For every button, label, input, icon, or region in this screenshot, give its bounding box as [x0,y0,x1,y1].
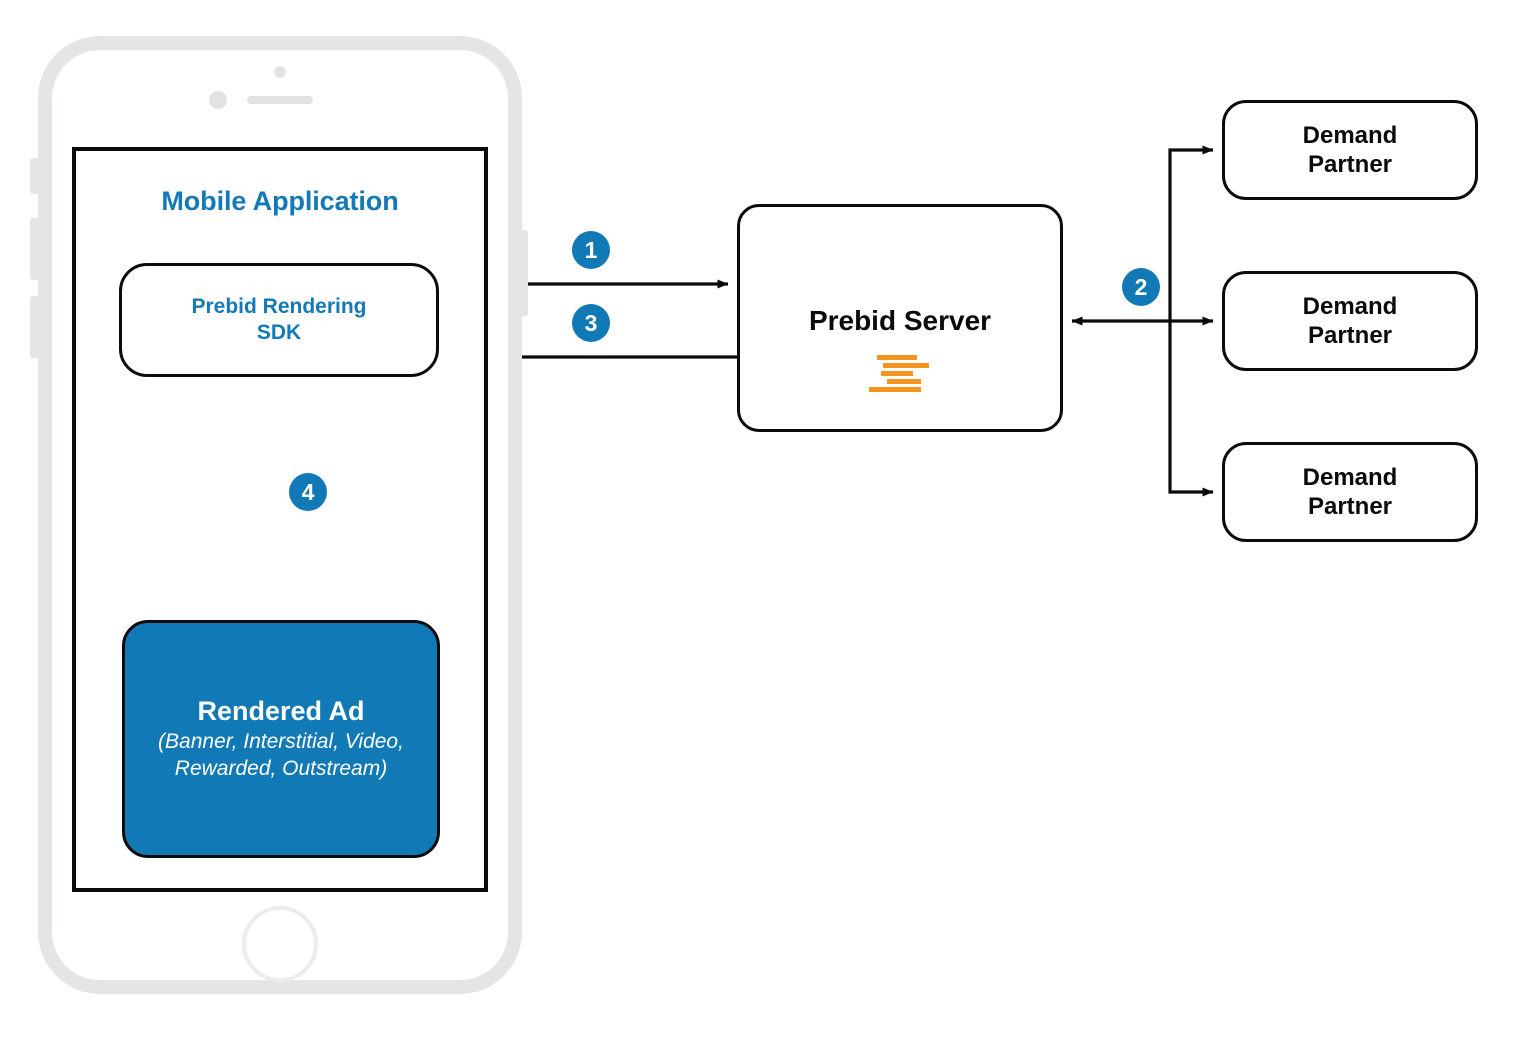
rendered-ad-title: Rendered Ad [197,695,365,726]
demand-partner-node-1[interactable]: Demand Partner [1222,100,1478,200]
arrow-branch-bottom [1168,321,1214,497]
demand-partner-3-line-1: Demand [1302,463,1398,491]
rendered-ad-subtitle-line-1: (Banner, Interstitial, Video, [158,729,404,753]
demand-partner-1-line-1: Demand [1302,121,1398,149]
sdk-label-line-1: Prebid Rendering [191,295,367,319]
rendered-ad-node[interactable]: Rendered Ad (Banner, Interstitial, Video… [122,620,440,858]
proximity-sensor-icon [274,66,286,78]
prebid-server-label: Prebid Server [808,305,992,336]
demand-partner-3-line-2: Partner [1307,493,1393,520]
demand-partner-node-3[interactable]: Demand Partner [1222,442,1478,542]
prebid-logo-icon [869,355,931,392]
phone-mute-switch[interactable] [30,158,39,194]
demand-partner-node-2[interactable]: Demand Partner [1222,271,1478,371]
arrow-branch-top [1168,145,1214,321]
home-button[interactable] [242,906,318,982]
step-badge-2: 2 [1122,268,1160,306]
front-camera-icon [209,91,227,109]
phone-volume-up-button[interactable] [30,218,39,280]
prebid-rendering-sdk-node[interactable]: Prebid Rendering SDK [119,263,439,377]
step-badge-3: 3 [572,304,610,342]
prebid-server-node[interactable]: Prebid Server [737,204,1063,432]
demand-partner-2-line-2: Partner [1307,322,1393,349]
step-badge-4: 4 [289,473,327,511]
rendered-ad-subtitle: (Banner, Interstitial, Video, Rewarded, … [150,729,412,783]
step-badge-1: 1 [572,231,610,269]
phone-volume-down-button[interactable] [30,296,39,358]
phone-power-button[interactable] [519,230,528,316]
mobile-application-title: Mobile Application [161,186,399,216]
earpiece-speaker-icon [247,96,313,104]
sdk-label-line-2: SDK [256,321,302,344]
demand-partner-2-line-1: Demand [1302,292,1398,320]
demand-partner-1-line-2: Partner [1307,151,1393,178]
rendered-ad-subtitle-line-2: Rewarded, Outstream) [174,756,388,780]
